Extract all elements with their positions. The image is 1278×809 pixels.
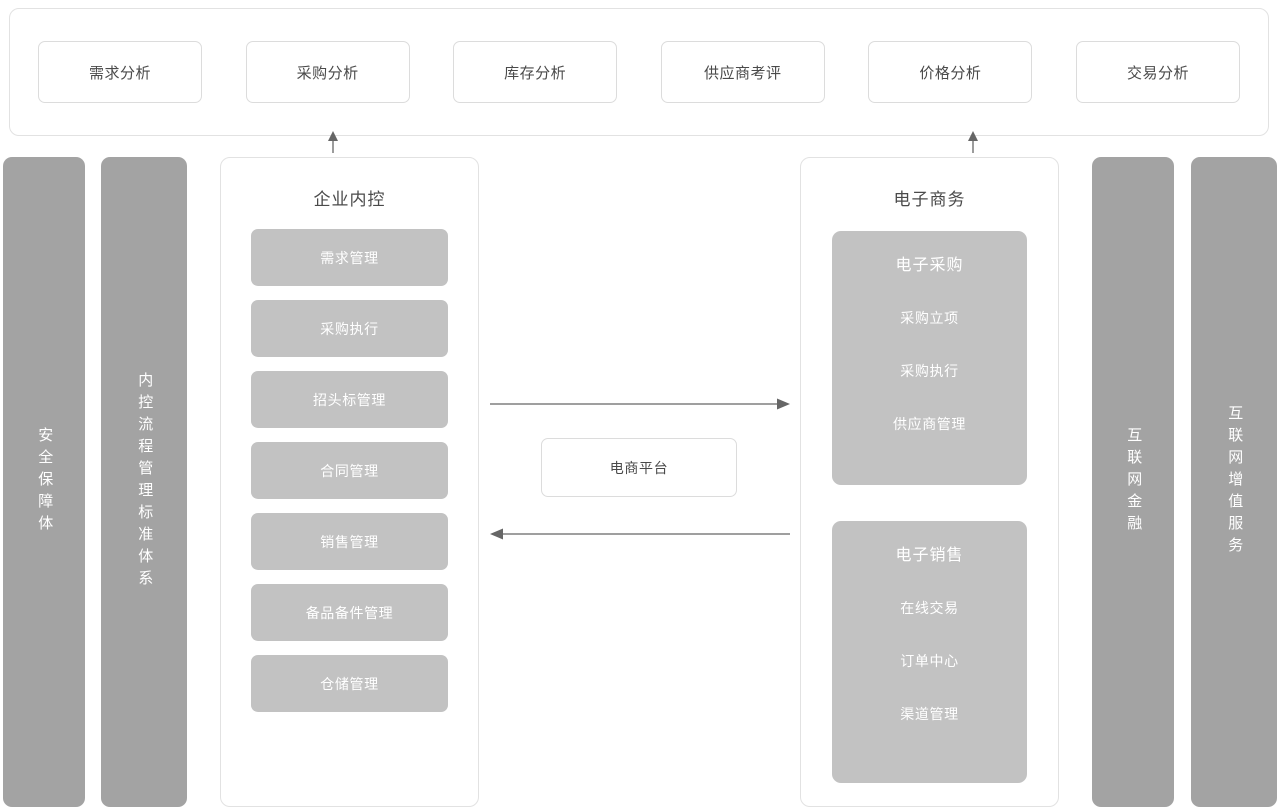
analytics-card-procurement[interactable]: 采购分析 [245,41,410,103]
group-title: 电子销售 [895,547,964,564]
group-item-procurement-initiation[interactable]: 采购立项 [900,308,958,328]
platform-label: 电商平台 [609,459,669,476]
analytics-card-transaction[interactable]: 交易分析 [1075,41,1240,103]
arrow-up-icon-left [326,131,340,153]
item-demand-management[interactable]: 需求管理 [251,229,448,286]
analytics-card-price[interactable]: 价格分析 [868,41,1033,103]
arrow-right-internal-to-ecommerce [490,398,790,410]
item-label: 招头标管理 [313,391,386,408]
analytics-card-label: 价格分析 [919,64,982,82]
group-item-procurement-execution[interactable]: 采购执行 [900,361,958,381]
analytics-card-label: 采购分析 [296,64,359,82]
group-item-label: 采购立项 [900,310,959,326]
panel-internal-control: 企业内控 需求管理 采购执行 招头标管理 合同管理 销售管理 备品备件管理 仓储… [220,157,479,807]
item-label: 仓储管理 [320,675,379,692]
item-label: 销售管理 [320,533,379,550]
group-item-label: 采购执行 [900,363,959,379]
panel-title: 电子商务 [893,190,966,209]
item-label: 采购执行 [320,320,379,337]
item-warehouse-management[interactable]: 仓储管理 [251,655,448,712]
item-sales-management[interactable]: 销售管理 [251,513,448,570]
pillar-label: 互联网金融 [1125,427,1143,537]
item-procurement-execution[interactable]: 采购执行 [251,300,448,357]
item-label: 备品备件管理 [305,604,394,621]
pillar-internet-finance: 互联网金融 [1092,157,1174,807]
panel-title: 企业内控 [313,190,386,209]
analytics-card-demand[interactable]: 需求分析 [38,41,202,103]
item-label: 需求管理 [320,249,379,266]
analytics-card-supplier-review[interactable]: 供应商考评 [660,41,825,103]
group-item-label: 订单中心 [900,653,959,669]
pillar-internet-value-added-service: 互联网增值服务 [1191,157,1277,807]
pillar-label: 内控流程管理标准体系 [136,372,154,592]
panel-ecommerce: 电子商务 电子采购 采购立项 采购执行 供应商管理 电子销售 在线交易 订单中心… [800,157,1059,807]
group-electronic-procurement: 电子采购 采购立项 采购执行 供应商管理 [832,231,1027,485]
arrow-left-ecommerce-to-internal [490,528,790,540]
group-item-label: 渠道管理 [900,706,959,722]
analytics-band: 需求分析 采购分析 库存分析 供应商考评 价格分析 交易分析 [9,8,1269,136]
pillar-internal-process-standard: 内控流程管理标准体系 [101,157,187,807]
analytics-card-label: 供应商考评 [704,64,782,82]
internal-control-item-list: 需求管理 采购执行 招头标管理 合同管理 销售管理 备品备件管理 仓储管理 [221,229,478,712]
group-item-supplier-management[interactable]: 供应商管理 [893,414,966,434]
item-label: 合同管理 [320,462,379,479]
analytics-card-inventory[interactable]: 库存分析 [453,41,618,103]
group-item-channel-management[interactable]: 渠道管理 [900,704,958,724]
group-item-online-transaction[interactable]: 在线交易 [900,598,958,618]
pillar-security-guarantee: 安全保障体 [3,157,85,807]
arrow-up-icon-right [966,131,980,153]
group-title: 电子采购 [895,257,964,274]
item-bidding-management[interactable]: 招头标管理 [251,371,448,428]
item-contract-management[interactable]: 合同管理 [251,442,448,499]
platform-box-ecommerce-platform[interactable]: 电商平台 [541,438,737,497]
analytics-card-label: 库存分析 [504,64,567,82]
group-item-label: 在线交易 [900,600,959,616]
pillar-label: 互联网增值服务 [1226,405,1244,559]
group-item-label: 供应商管理 [893,416,966,432]
analytics-card-label: 交易分析 [1126,64,1189,82]
analytics-card-label: 需求分析 [88,64,151,82]
group-item-order-center[interactable]: 订单中心 [900,651,958,671]
item-spare-parts-management[interactable]: 备品备件管理 [251,584,448,641]
group-electronic-sales: 电子销售 在线交易 订单中心 渠道管理 [832,521,1027,783]
pillar-label: 安全保障体 [36,427,54,537]
